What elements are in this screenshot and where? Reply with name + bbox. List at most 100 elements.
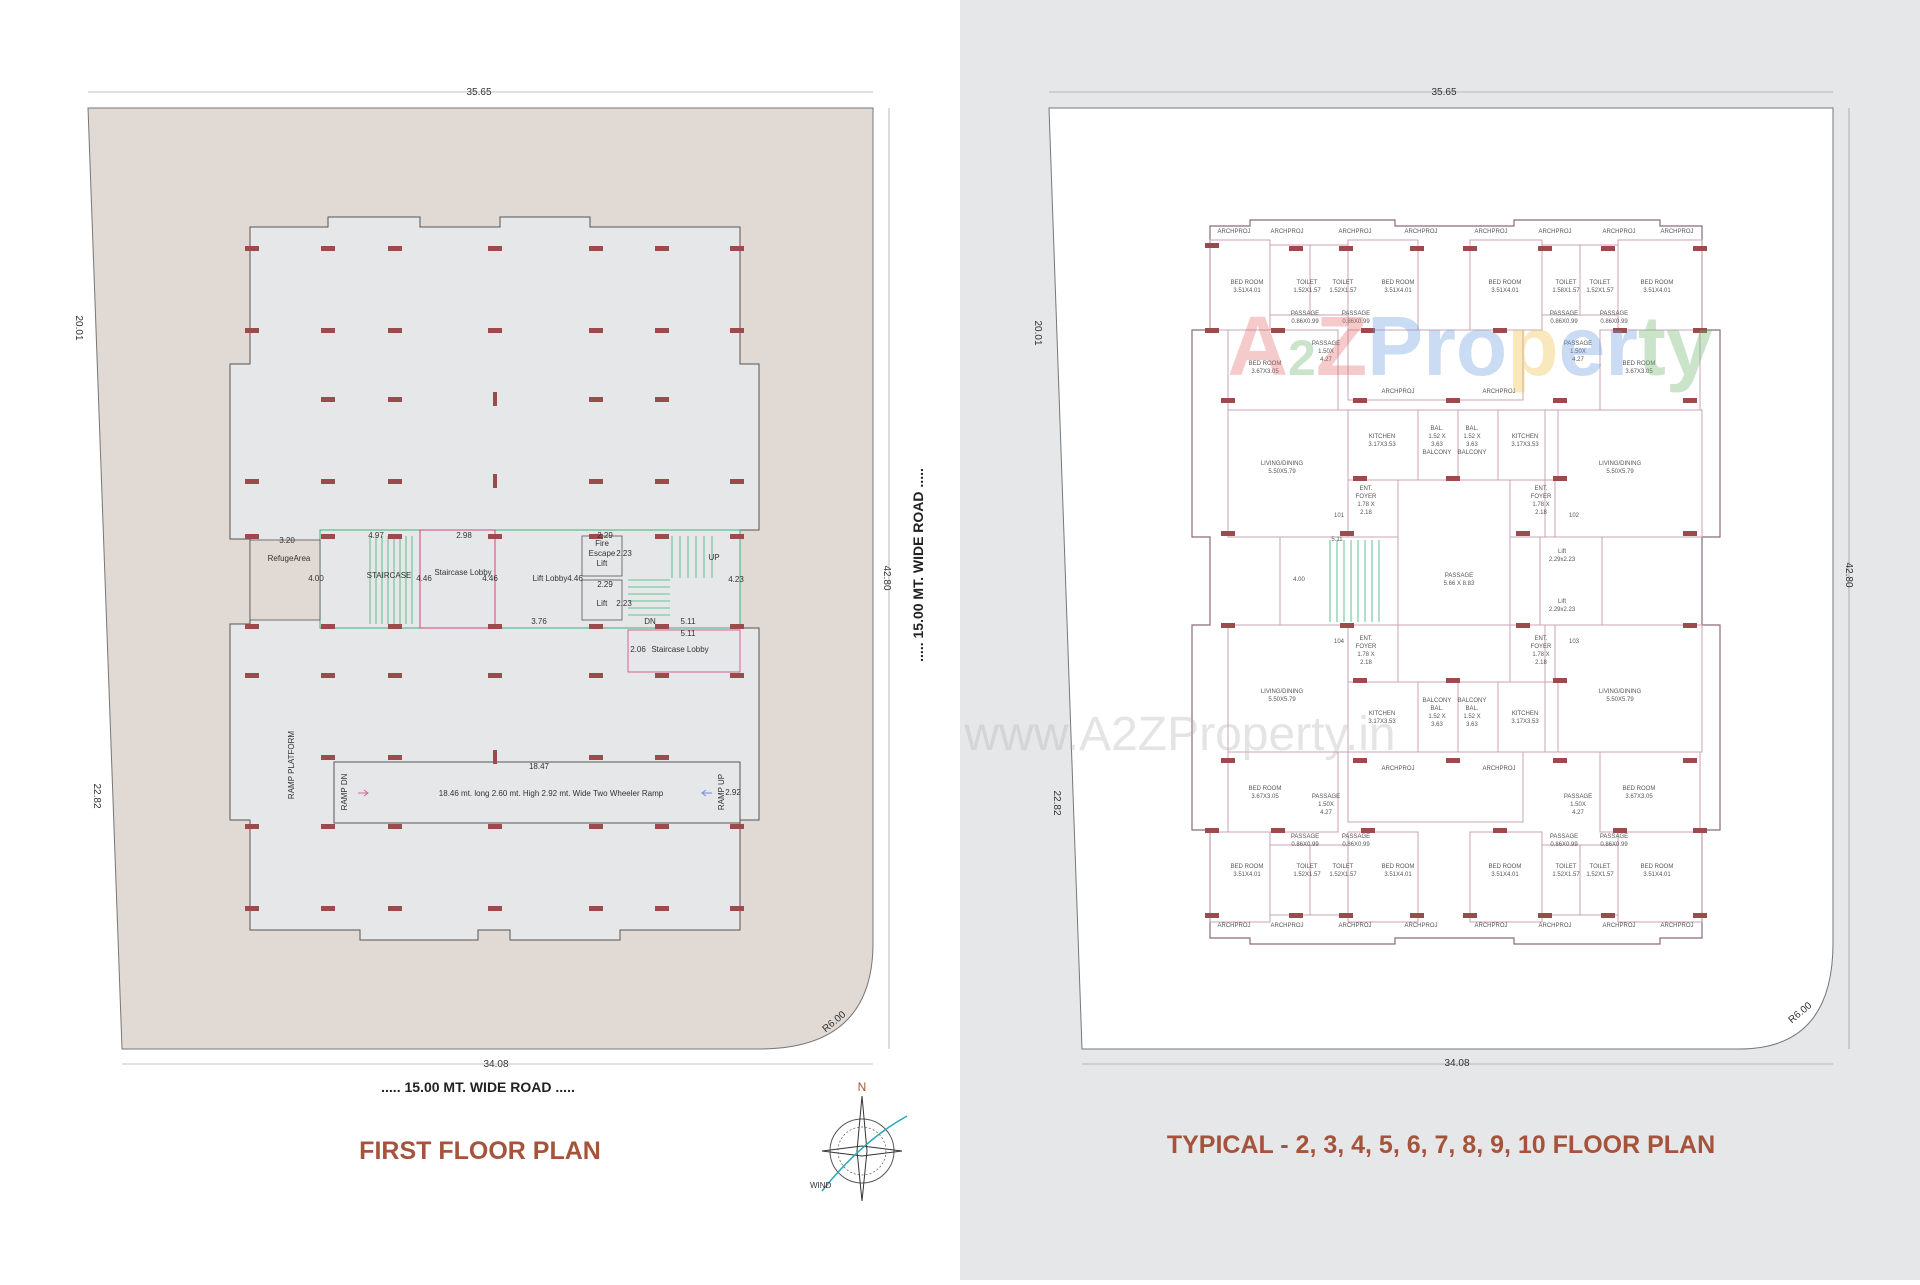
- column: [730, 906, 744, 911]
- column: [488, 624, 502, 629]
- room-label-line: 1.52 X: [1463, 434, 1480, 440]
- column: [245, 824, 259, 829]
- refuge-width: 3.20: [279, 536, 295, 545]
- room-label-line: ARCHPROJ: [1217, 923, 1250, 929]
- column: [589, 824, 603, 829]
- stair-lobby-height: 4.46: [482, 574, 498, 583]
- room-label-line: 5.50X5.79: [1606, 697, 1634, 703]
- room-label-line: PASSAGE: [1564, 341, 1592, 347]
- column: [589, 624, 603, 629]
- room-label-line: 102: [1569, 513, 1580, 519]
- room-label-line: LIVING/DINING: [1261, 689, 1304, 695]
- column: [730, 824, 744, 829]
- room-label: 104: [1334, 639, 1345, 645]
- room-label-line: TOILET: [1556, 280, 1577, 286]
- room-label-line: KITCHEN: [1369, 434, 1395, 440]
- column: [655, 906, 669, 911]
- room-label-line: KITCHEN: [1512, 711, 1538, 717]
- room-label-line: 5.50X5.79: [1606, 469, 1634, 475]
- column: [1339, 913, 1353, 918]
- room-label-line: 101: [1334, 513, 1345, 519]
- room-outline: [1544, 409, 1703, 538]
- stair-lobby-width: 2.98: [456, 531, 472, 540]
- room-label: ARCHPROJ: [1270, 923, 1303, 929]
- room-label-line: 1.52 X: [1428, 714, 1445, 720]
- dim-bottom: 34.08: [1444, 1058, 1469, 1069]
- refuge-height: 4.00: [308, 574, 324, 583]
- room-label-line: ARCHPROJ: [1602, 229, 1635, 235]
- column: [1553, 758, 1567, 763]
- room-label-line: ARCHPROJ: [1660, 923, 1693, 929]
- column: [1205, 913, 1219, 918]
- column: [493, 474, 497, 488]
- room-outline: [1347, 751, 1524, 823]
- column: [1221, 623, 1235, 628]
- column: [388, 624, 402, 629]
- north-compass-icon: N WIND: [810, 1080, 908, 1202]
- room-label-line: 1.52X1.57: [1293, 288, 1321, 294]
- room-label-line: 3.63: [1431, 722, 1443, 728]
- room-label-line: 3.63: [1466, 722, 1478, 728]
- column: [589, 246, 603, 251]
- column: [655, 397, 669, 402]
- room-label: ARCHPROJ: [1538, 229, 1571, 235]
- room-label-line: ARCHPROJ: [1482, 766, 1515, 772]
- stair-up-label: UP: [708, 553, 719, 562]
- room-label-line: TOILET: [1590, 864, 1611, 870]
- column: [321, 479, 335, 484]
- room-label-line: FOYER: [1531, 644, 1552, 650]
- column: [1613, 828, 1627, 833]
- room-label-line: 2.18: [1535, 660, 1547, 666]
- room-label-line: 4.27: [1572, 357, 1584, 363]
- room-label: ARCHPROJ: [1538, 923, 1571, 929]
- room-label-line: ENT.: [1359, 486, 1372, 492]
- column: [1683, 531, 1697, 536]
- room-label-line: 1.50X: [1570, 349, 1586, 355]
- room-outline: [1617, 831, 1703, 923]
- room-label-line: BED ROOM: [1641, 280, 1674, 286]
- room-label-line: FOYER: [1531, 494, 1552, 500]
- room-label-line: ARCHPROJ: [1338, 923, 1371, 929]
- column: [1601, 913, 1615, 918]
- room-label-line: BAL.: [1465, 706, 1478, 712]
- column: [245, 624, 259, 629]
- column: [321, 624, 335, 629]
- room-label-line: Lift: [1558, 599, 1566, 605]
- room-label-line: ARCHPROJ: [1482, 389, 1515, 395]
- typical-floor-title: TYPICAL - 2, 3, 4, 5, 6, 7, 8, 9, 10 FLO…: [1167, 1131, 1715, 1159]
- room-label-line: BAL.: [1430, 706, 1443, 712]
- room-label-line: TOILET: [1297, 280, 1318, 286]
- column: [321, 246, 335, 251]
- stair-dn-label: DN: [644, 617, 656, 626]
- room-label: ARCHPROJ: [1381, 389, 1414, 395]
- column: [1493, 328, 1507, 333]
- column: [321, 534, 335, 539]
- column: [245, 328, 259, 333]
- column: [1410, 246, 1424, 251]
- north-label: N: [858, 1080, 867, 1094]
- room-label-line: ARCHPROJ: [1538, 229, 1571, 235]
- column: [1361, 328, 1375, 333]
- column: [1353, 678, 1367, 683]
- room-label-line: 1.78 X: [1532, 652, 1549, 658]
- column: [321, 397, 335, 402]
